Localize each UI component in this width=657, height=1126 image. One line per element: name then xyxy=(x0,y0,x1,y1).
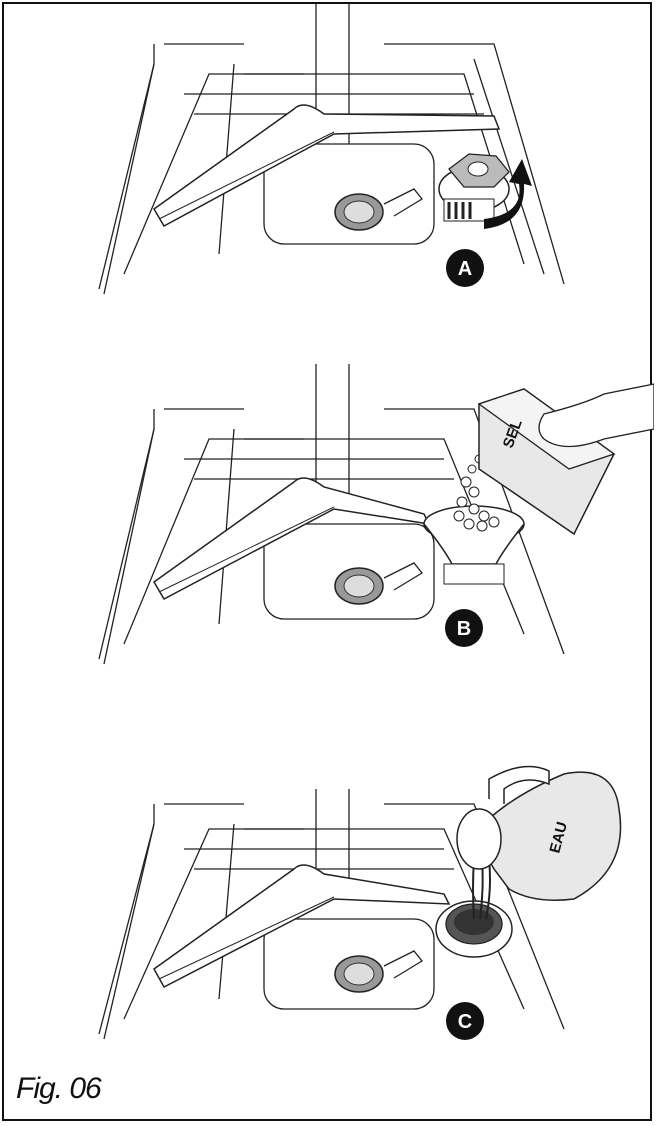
funnel-b xyxy=(423,505,525,585)
salt-reservoir-c xyxy=(435,900,513,958)
step-badge-b xyxy=(445,609,483,647)
dishwasher-illustration-b: SEL B xyxy=(98,364,654,665)
pipe-b xyxy=(315,364,350,504)
panel-step-b: SEL B xyxy=(4,364,654,704)
tub-walls-a xyxy=(98,43,565,295)
step-badge-b-label: B xyxy=(457,618,471,640)
rotate-arrow-icon xyxy=(484,159,532,229)
dishwasher-illustration-c: EAU C xyxy=(98,765,622,1040)
spray-arm-c xyxy=(153,864,451,989)
hand-b xyxy=(538,383,654,448)
step-badge-c xyxy=(446,1002,484,1040)
spray-arm-b xyxy=(153,477,431,600)
step-badge-a xyxy=(446,249,484,287)
figure-caption: Fig. 06 xyxy=(16,1072,102,1105)
dishwasher-illustration-a: A xyxy=(98,4,565,295)
step-badge-c-label: C xyxy=(458,1011,472,1033)
spray-arm-a xyxy=(153,104,501,228)
salt-cap-a xyxy=(438,153,510,222)
sump-c xyxy=(263,918,435,1010)
panel-step-c: EAU C xyxy=(4,729,654,1069)
panel-step-a: A xyxy=(4,4,654,344)
sump-b xyxy=(263,523,435,620)
water-jug: EAU xyxy=(456,765,622,901)
step-badge-a-label: A xyxy=(458,258,472,280)
tub-walls-b xyxy=(98,408,565,665)
